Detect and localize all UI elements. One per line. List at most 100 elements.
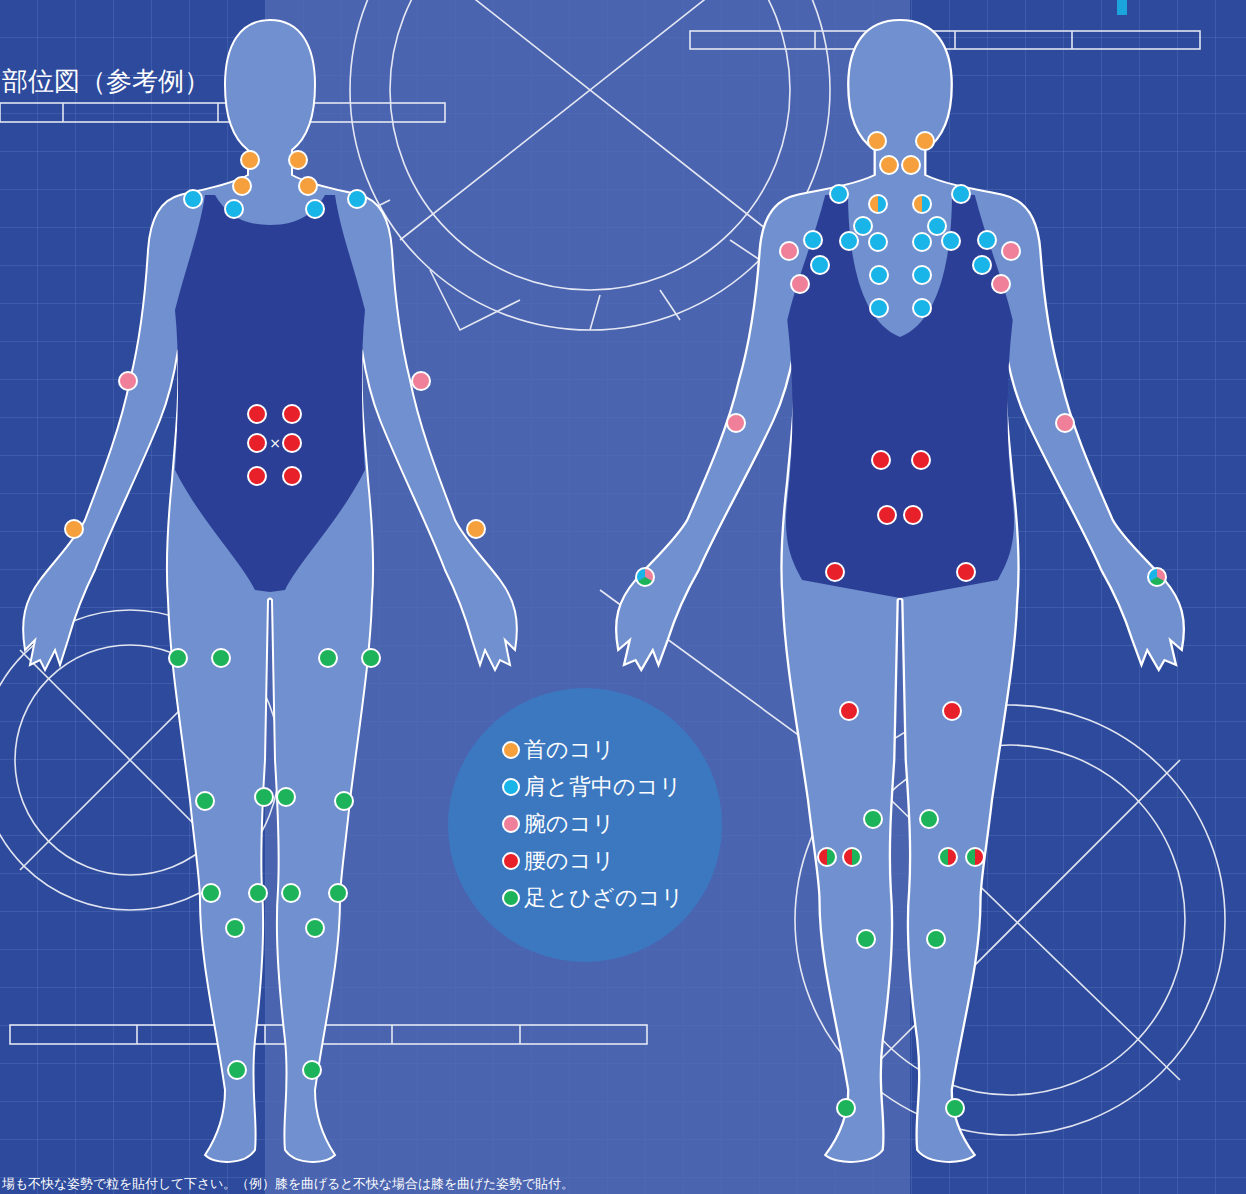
illustration-part bbox=[916, 132, 934, 150]
illustration-part bbox=[335, 792, 353, 810]
illustration-part bbox=[826, 563, 844, 581]
navel-mark: × bbox=[269, 435, 281, 451]
illustration-part bbox=[277, 788, 295, 806]
illustration-part bbox=[943, 702, 961, 720]
illustration-part bbox=[902, 156, 920, 174]
legend-text: 足とひざのコリ bbox=[524, 883, 684, 913]
illustration-part bbox=[1148, 568, 1166, 586]
illustration-part bbox=[283, 405, 301, 423]
illustration-part bbox=[946, 1099, 964, 1117]
illustration-part bbox=[848, 185, 952, 338]
illustration-part bbox=[412, 372, 430, 390]
illustration-part bbox=[299, 177, 317, 195]
illustration-part bbox=[283, 434, 301, 452]
illustration-part bbox=[248, 405, 266, 423]
illustration-part bbox=[289, 151, 307, 169]
illustration-part bbox=[65, 520, 83, 538]
illustration-part bbox=[137, 1025, 520, 1044]
split-points bbox=[636, 195, 1166, 866]
illustration-part bbox=[864, 810, 882, 828]
illustration-part bbox=[837, 1099, 855, 1117]
illustration-part bbox=[811, 256, 829, 274]
illustration-part bbox=[270, 20, 517, 1162]
illustration-part bbox=[270, 195, 365, 592]
illustration-part bbox=[913, 195, 931, 213]
illustration-part bbox=[868, 132, 886, 150]
illustration-part bbox=[973, 256, 991, 274]
legend-swatch bbox=[502, 778, 520, 796]
back-figure bbox=[616, 20, 1184, 1162]
illustration-part bbox=[348, 190, 366, 208]
legend-text: 腰のコリ bbox=[524, 846, 615, 876]
illustration-part bbox=[966, 848, 984, 866]
illustration-part bbox=[780, 242, 798, 260]
illustration-part bbox=[0, 103, 445, 122]
illustration-part bbox=[840, 702, 858, 720]
illustration-part bbox=[927, 930, 945, 948]
illustration-part bbox=[184, 185, 996, 317]
illustration-part bbox=[869, 195, 887, 213]
illustration-part bbox=[196, 792, 214, 810]
illustration-part bbox=[830, 185, 848, 203]
illustration-part bbox=[248, 467, 266, 485]
illustration-part bbox=[23, 20, 270, 1162]
illustration-part bbox=[904, 506, 922, 524]
illustration-part bbox=[878, 506, 896, 524]
illustration-part bbox=[119, 242, 1074, 432]
illustration-part bbox=[942, 232, 960, 250]
illustration-part bbox=[818, 848, 836, 866]
illustration-part bbox=[1148, 568, 1166, 586]
illustration-part bbox=[467, 520, 485, 538]
illustration-part bbox=[791, 275, 809, 293]
note: 場も不快な姿勢で粒を貼付して下さい。（例）膝を曲げると不快な場合は膝を曲げた姿勢… bbox=[2, 1175, 574, 1193]
illustration-part bbox=[360, 200, 760, 330]
legend-text: 肩と背中のコリ bbox=[524, 772, 682, 802]
illustration-part bbox=[303, 1061, 321, 1079]
illustration-part bbox=[249, 884, 267, 902]
illustration-part bbox=[727, 414, 745, 432]
illustration-part bbox=[119, 372, 137, 390]
legend-row: 首のコリ bbox=[502, 735, 615, 765]
illustration-part bbox=[840, 232, 858, 250]
illustration-part bbox=[175, 195, 270, 592]
illustration-part bbox=[818, 848, 836, 866]
illustration-part bbox=[957, 563, 975, 581]
illustration-part bbox=[184, 190, 202, 208]
legend-row: 腕のコリ bbox=[502, 809, 615, 839]
illustration-part bbox=[63, 103, 218, 122]
illustration-part bbox=[282, 884, 300, 902]
legend-row: 腰のコリ bbox=[502, 846, 615, 876]
illustration-part bbox=[869, 195, 887, 213]
illustration-part bbox=[400, 0, 780, 240]
illustration-part bbox=[169, 649, 187, 667]
illustration-part bbox=[913, 195, 931, 213]
front-figure bbox=[23, 20, 517, 1162]
illustration-part bbox=[255, 788, 273, 806]
illustration-part bbox=[857, 930, 875, 948]
chart-title: 部位図（参考例） bbox=[2, 64, 210, 99]
illustration-part bbox=[872, 451, 890, 469]
illustration-part bbox=[202, 884, 220, 902]
illustration-part bbox=[226, 919, 244, 937]
points bbox=[65, 132, 1166, 1117]
illustration-part bbox=[248, 434, 266, 452]
illustration-part bbox=[636, 568, 654, 586]
illustration-part bbox=[920, 810, 938, 828]
illustration-part bbox=[928, 217, 946, 235]
illustration-part bbox=[952, 185, 970, 203]
illustration-part bbox=[870, 266, 888, 284]
illustration-part bbox=[843, 848, 861, 866]
illustration-part bbox=[212, 649, 230, 667]
illustration-part bbox=[854, 217, 872, 235]
legend-circle bbox=[448, 688, 722, 962]
illustration-part bbox=[978, 231, 996, 249]
legend-swatch bbox=[502, 815, 520, 833]
illustration-part bbox=[939, 848, 957, 866]
illustration-part bbox=[992, 275, 1010, 293]
illustration-part bbox=[870, 299, 888, 317]
illustration-part bbox=[329, 884, 347, 902]
illustration-part bbox=[913, 266, 931, 284]
